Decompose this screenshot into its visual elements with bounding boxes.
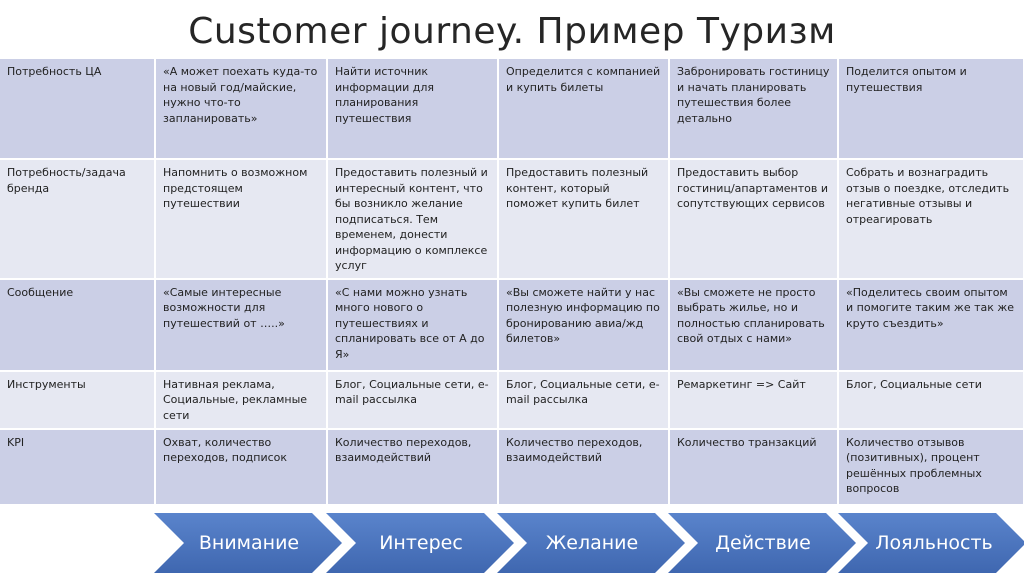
table-cell: «Поделитесь своим опытом и помогите таки… (838, 278, 1024, 372)
table-cell: Блог, Социальные сети, e-mail рассылка (498, 370, 670, 430)
table-cell: «Вы сможете найти у нас полезную информа… (498, 278, 670, 372)
table-row-message: Сообщение «Самые интересные возможности … (0, 278, 1024, 372)
stage-label-interest: Интерес (379, 532, 463, 554)
table-cell: Количество переходов, взаимодействий (327, 428, 499, 506)
table-cell: Поделится опытом и путешествия (838, 59, 1024, 160)
stage-arrow-interest (326, 513, 514, 573)
table-cell: Блог, Социальные сети (838, 370, 1024, 430)
table-cell: Количество переходов, взаимодействий (498, 428, 670, 506)
row-header: Сообщение (0, 278, 156, 372)
table-cell: Предоставить полезный контент, который п… (498, 159, 670, 280)
table-cell: Собрать и вознаградить отзыв о поездке, … (838, 159, 1024, 280)
stage-arrow-desire (497, 513, 685, 573)
table-cell: Количество транзакций (669, 428, 839, 506)
table-cell: «С нами можно узнать много нового о путе… (327, 278, 499, 372)
row-header: Потребность/задача бренда (0, 159, 156, 280)
table-cell: Напомнить о возможном предстоящем путеше… (155, 159, 328, 280)
table-row-brand-tasks: Потребность/задача бренда Напомнить о во… (0, 159, 1024, 280)
row-header: Потребность ЦА (0, 59, 156, 160)
row-header: Инструменты (0, 370, 156, 430)
stage-arrow-loyalty (838, 513, 1024, 573)
journey-stages-arrows (154, 513, 1024, 573)
table-row-kpi: KPI Охват, количество переходов, подписо… (0, 428, 1024, 506)
slide-title: Customer journey. Пример Туризм (188, 11, 836, 52)
table-cell: Нативная реклама, Социальные, рекламные … (155, 370, 328, 430)
stage-label-loyalty: Лояльность (875, 532, 993, 554)
table-row-tools: Инструменты Нативная реклама, Социальные… (0, 370, 1024, 430)
table-cell: Количество отзывов (позитивных), процент… (838, 428, 1024, 506)
table-cell: «Вы сможете не просто выбрать жилье, но … (669, 278, 839, 372)
customer-journey-table: Потребность ЦА «А может поехать куда-то … (0, 59, 1024, 506)
stage-arrow-attention (154, 513, 342, 573)
stage-label-action: Действие (715, 532, 811, 554)
table-cell: Блог, Социальные сети, e-mail рассылка (327, 370, 499, 430)
table-cell: Определится с компанией и купить билеты (498, 59, 670, 160)
row-header: KPI (0, 428, 156, 506)
table-cell: Предоставить выбор гостиниц/апартаментов… (669, 159, 839, 280)
table-cell: «Самые интересные возможности для путеше… (155, 278, 328, 372)
table-row-needs: Потребность ЦА «А может поехать куда-то … (0, 59, 1024, 160)
table-cell: Найти источник информации для планирован… (327, 59, 499, 160)
stage-label-desire: Желание (545, 532, 639, 554)
stage-label-attention: Внимание (198, 532, 300, 554)
table-cell: Забронировать гостиницу и начать планиро… (669, 59, 839, 160)
table-cell: Охват, количество переходов, подписок (155, 428, 328, 506)
table-cell: Предоставить полезный и интересный конте… (327, 159, 499, 280)
table-cell: Ремаркетинг => Сайт (669, 370, 839, 430)
table-cell: «А может поехать куда-то на новый год/ма… (155, 59, 328, 160)
stage-arrow-action (668, 513, 856, 573)
